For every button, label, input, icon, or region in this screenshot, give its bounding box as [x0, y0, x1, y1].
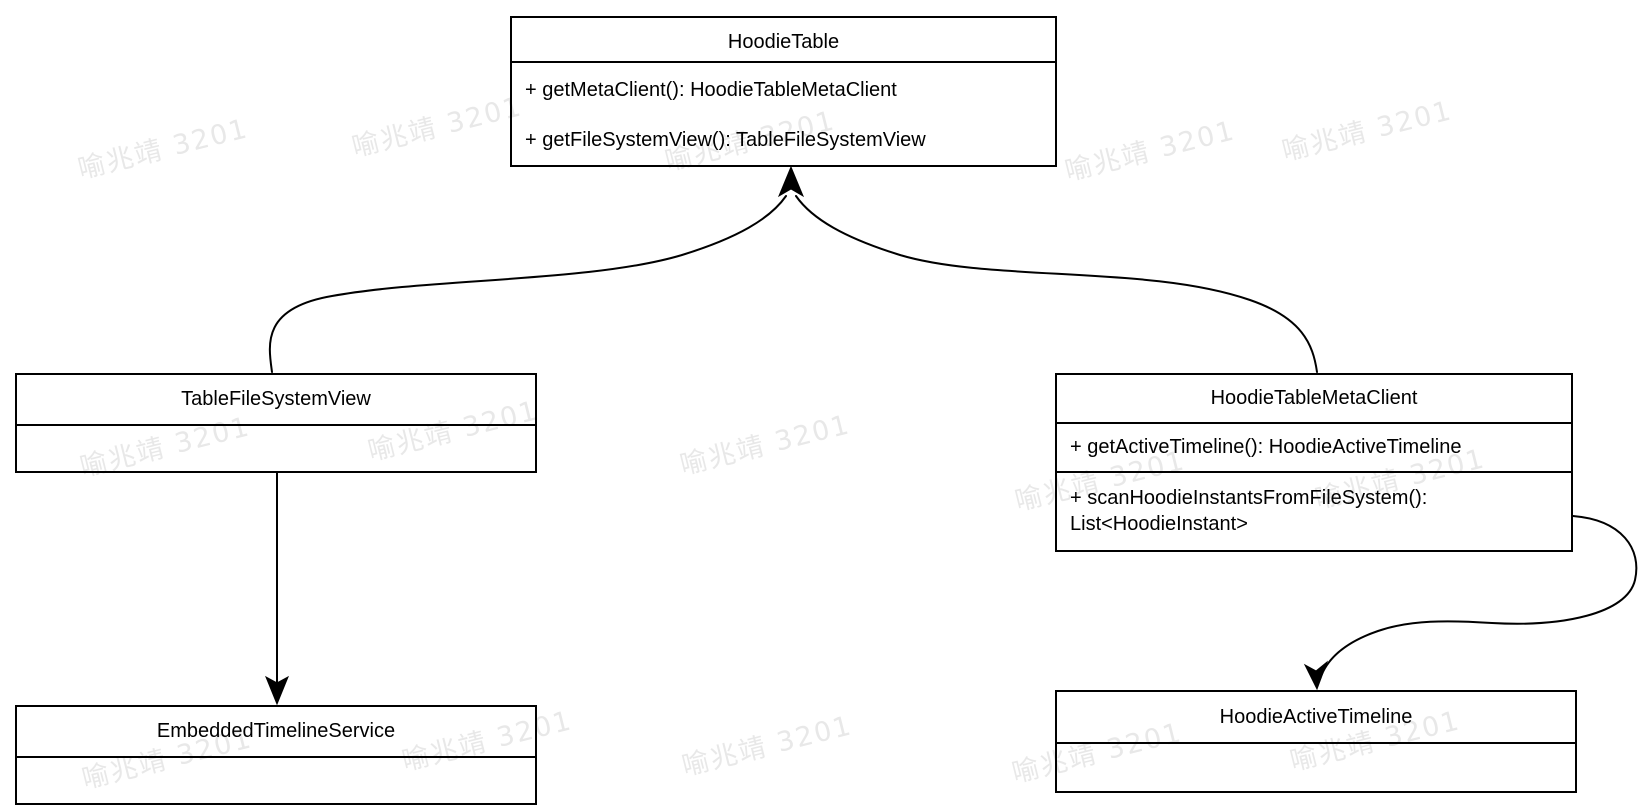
class-hoodietable-title: HoodieTable — [727, 31, 840, 53]
arrowhead-into-embeddedtimelineservice — [265, 675, 289, 706]
class-hoodieactivetimeline: HoodieActiveTimeline — [1055, 690, 1577, 793]
class-hoodietable-members: + getMetaClient(): HoodieTableMetaClient… — [512, 61, 1055, 165]
arrowhead-into-hoodieactivetimeline — [1303, 660, 1329, 691]
method-scanhoodieinstantsfromfilesystem: + scanHoodieInstantsFromFileSystem(): Li… — [1057, 471, 1571, 550]
class-embeddedtimelineservice: EmbeddedTimelineService — [15, 705, 537, 805]
class-hoodietable: HoodieTable + getMetaClient(): HoodieTab… — [510, 16, 1057, 167]
class-hoodietablemetaclient-title: HoodieTableMetaClient — [1210, 387, 1418, 409]
class-embeddedtimelineservice-title: EmbeddedTimelineService — [156, 720, 396, 742]
edge-hoodietablemetaclient-to-hoodieactivetimeline — [1319, 515, 1638, 680]
class-tablefilesystemview-members — [17, 424, 535, 471]
class-tablefilesystemview-title: TableFileSystemView — [181, 388, 371, 410]
arrowhead-into-hoodietable — [777, 165, 805, 198]
method-getmetaclient: + getMetaClient(): HoodieTableMetaClient — [525, 79, 897, 101]
edge-hoodietablemetaclient-to-hoodietable — [795, 195, 1318, 373]
edge-tablefilesystemview-to-hoodietable — [268, 195, 787, 373]
method-getactivetimeline: + getActiveTimeline(): HoodieActiveTimel… — [1057, 422, 1571, 471]
method-getfilesystemview: + getFileSystemView(): TableFileSystemVi… — [525, 129, 926, 151]
class-hoodietablemetaclient: HoodieTableMetaClient + getActiveTimelin… — [1055, 373, 1573, 552]
class-hoodieactivetimeline-title: HoodieActiveTimeline — [1219, 706, 1413, 728]
class-embeddedtimelineservice-members — [17, 756, 535, 803]
class-tablefilesystemview: TableFileSystemView — [15, 373, 537, 473]
class-hoodieactivetimeline-members — [1057, 742, 1575, 791]
